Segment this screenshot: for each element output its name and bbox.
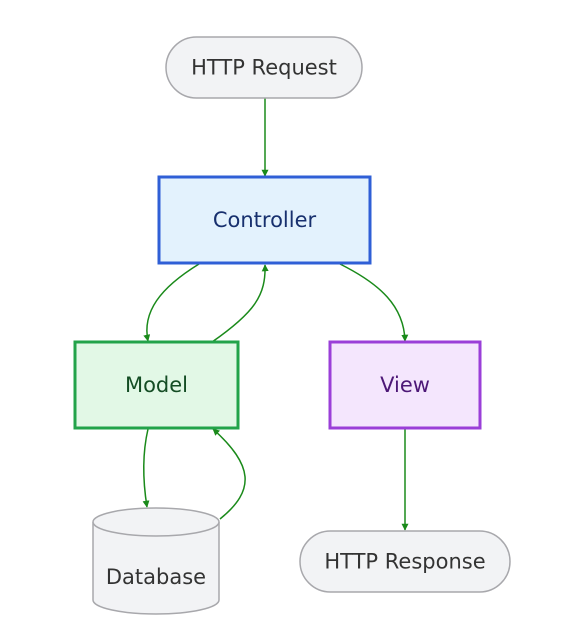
database-label: Database: [106, 565, 206, 589]
http-request-shape: [165, 36, 363, 99]
edge-controller-to-view: [339, 263, 409, 342]
database-cylinder-top: [92, 507, 220, 537]
edges: [142, 98, 409, 531]
controller-label: Controller: [213, 208, 317, 232]
controller-box: [157, 175, 372, 265]
http-request-label: HTTP Request: [191, 56, 337, 80]
edge-model-to-controller: [211, 264, 269, 343]
edge-database-to-model: [212, 428, 246, 520]
view-box: [328, 340, 482, 430]
http-response-shape: [299, 530, 511, 593]
node-http-response: HTTP Response: [299, 530, 511, 593]
node-controller: Controller: [157, 175, 372, 265]
database-cylinder-icon: [92, 522, 220, 615]
edge-controller-to-model: [143, 263, 200, 342]
http-response-label: HTTP Response: [324, 550, 485, 574]
node-view: View: [328, 340, 482, 430]
model-label: Model: [125, 373, 188, 397]
edge-model-to-database: [142, 428, 150, 508]
node-http-request: HTTP Request: [165, 36, 363, 99]
node-model: Model: [73, 340, 240, 430]
view-label: View: [380, 373, 430, 397]
node-database: Database: [92, 507, 220, 615]
model-box: [73, 340, 240, 430]
